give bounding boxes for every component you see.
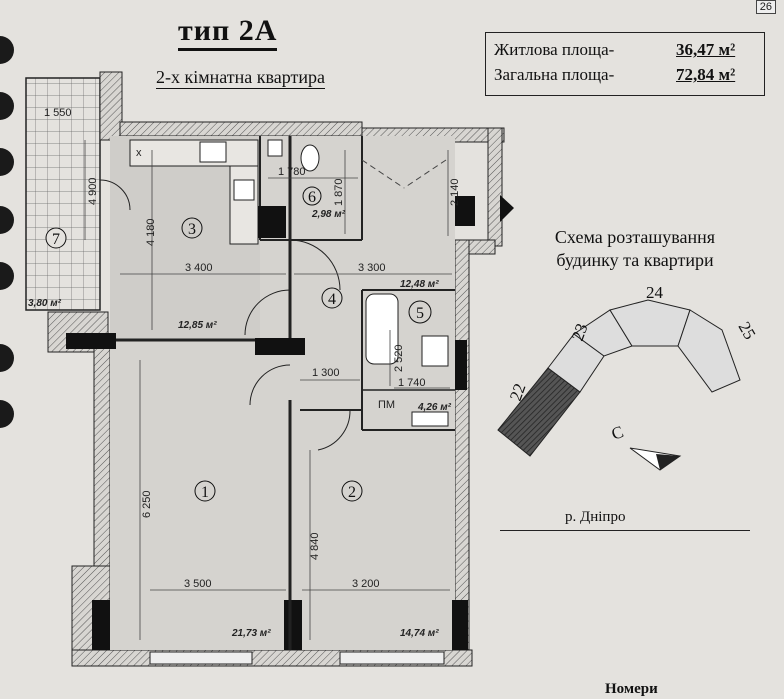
binder-hole xyxy=(0,400,14,428)
duct xyxy=(455,196,475,226)
total-area-value: 72,84 м² xyxy=(676,65,736,84)
dimension-label: 2 140 xyxy=(449,178,461,206)
binder-hole xyxy=(0,92,14,120)
room-5-area: 4,26 м² xyxy=(417,402,452,413)
dimension-label: 3 300 xyxy=(358,262,386,274)
room-3-label: 3 xyxy=(181,217,203,239)
building-scheme xyxy=(497,299,741,457)
room-6-label: 6 xyxy=(302,186,322,206)
kitchen-counter xyxy=(129,139,259,167)
svg-text:5: 5 xyxy=(416,305,424,322)
washer xyxy=(411,411,449,427)
pillar xyxy=(455,340,467,390)
area-summary-box: Житлова площа- 36,47 м² Загальна площа- … xyxy=(485,32,765,96)
balcony-floor xyxy=(25,77,101,311)
room-4-area: 12,48 м² xyxy=(400,279,439,290)
svg-text:1: 1 xyxy=(201,484,209,501)
svg-text:3: 3 xyxy=(188,221,196,238)
room-1-label: 1 xyxy=(194,480,216,502)
dimension-label: 1 740 xyxy=(398,377,426,389)
dimension-label: 1 780 xyxy=(278,166,306,178)
pillar xyxy=(284,600,302,650)
pantry-label: ПМ xyxy=(378,399,395,411)
dimension-label: 2 520 xyxy=(393,344,405,372)
dimension-label: 6 250 xyxy=(141,490,153,518)
dimension-label: 3 500 xyxy=(184,578,212,590)
window xyxy=(339,651,445,665)
sink xyxy=(267,139,283,157)
room-2-label: 2 xyxy=(341,480,363,502)
section-25-number: 25 xyxy=(735,319,760,343)
wall-right-upper xyxy=(487,127,503,247)
scheme-title-line: Схема розташування xyxy=(554,227,716,247)
wall-left xyxy=(93,339,111,581)
binder-hole xyxy=(0,344,14,372)
room-6-area: 2,98 м² xyxy=(311,209,346,220)
living-area-value: 36,47 м² xyxy=(676,40,736,59)
pillar xyxy=(66,333,116,349)
binder-hole xyxy=(0,36,14,64)
north-arrow-icon xyxy=(656,454,680,470)
dimension-label: 4 840 xyxy=(309,532,321,560)
pillar xyxy=(92,600,110,650)
room-4-label: 4 xyxy=(321,287,343,309)
dimension-label: 1 300 xyxy=(312,367,340,379)
room-2-area: 14,74 м² xyxy=(400,628,439,639)
pillar xyxy=(255,338,305,355)
balcony-wall xyxy=(99,71,123,141)
toilet xyxy=(300,144,320,172)
river-line xyxy=(500,530,750,531)
plan-title: тип 2А xyxy=(178,14,278,51)
kitchen-counter xyxy=(229,165,259,245)
svg-text:4: 4 xyxy=(328,291,336,308)
x-mark: x xyxy=(136,147,142,159)
dimension-label: 4 900 xyxy=(87,177,99,205)
sink xyxy=(421,335,449,367)
binder-hole xyxy=(0,206,14,234)
room-5-label: 5 xyxy=(408,300,432,324)
plan-subtitle: 2-х кімнатна квартира xyxy=(156,67,326,89)
duct xyxy=(258,206,286,238)
room-7-label: 7 xyxy=(45,227,67,249)
bottom-label: Номери xyxy=(605,681,658,697)
wall-right xyxy=(454,239,470,661)
pillar xyxy=(452,600,468,650)
scheme-title: Схема розташування будинку та квартири xyxy=(520,226,750,272)
dimension-label: 3 400 xyxy=(185,262,213,274)
north-label: С xyxy=(609,422,626,444)
river-label: р. Дніпро xyxy=(565,509,626,525)
window xyxy=(149,651,253,665)
section-23-number: 23 xyxy=(568,321,592,343)
page-number: 26 xyxy=(755,0,776,14)
room-1-area: 21,73 м² xyxy=(231,628,271,639)
stove xyxy=(199,141,227,163)
total-area-label: Загальна площа- xyxy=(494,65,615,84)
svg-text:6: 6 xyxy=(308,189,316,206)
entrance-marker xyxy=(500,195,514,222)
binder-hole xyxy=(0,148,14,176)
dimension-label: 1 870 xyxy=(333,178,345,206)
section-22-number: 22 xyxy=(506,381,530,403)
wall-top xyxy=(119,121,363,137)
scheme-title-line: будинку та квартири xyxy=(556,250,714,270)
dimension-label: 3 200 xyxy=(352,578,380,590)
dimension-label: 4 180 xyxy=(145,218,157,246)
section-24-number: 24 xyxy=(646,283,664,302)
sink xyxy=(233,179,255,201)
section-25-block xyxy=(677,309,741,393)
svg-text:7: 7 xyxy=(52,231,60,248)
svg-text:2: 2 xyxy=(348,484,356,501)
dimension-label: 1 550 xyxy=(44,107,72,119)
living-area-label: Житлова площа- xyxy=(494,40,615,59)
room-3-area: 12,85 м² xyxy=(178,320,217,331)
room-7-area: 3,80 м² xyxy=(28,298,62,309)
binder-hole xyxy=(0,262,14,290)
